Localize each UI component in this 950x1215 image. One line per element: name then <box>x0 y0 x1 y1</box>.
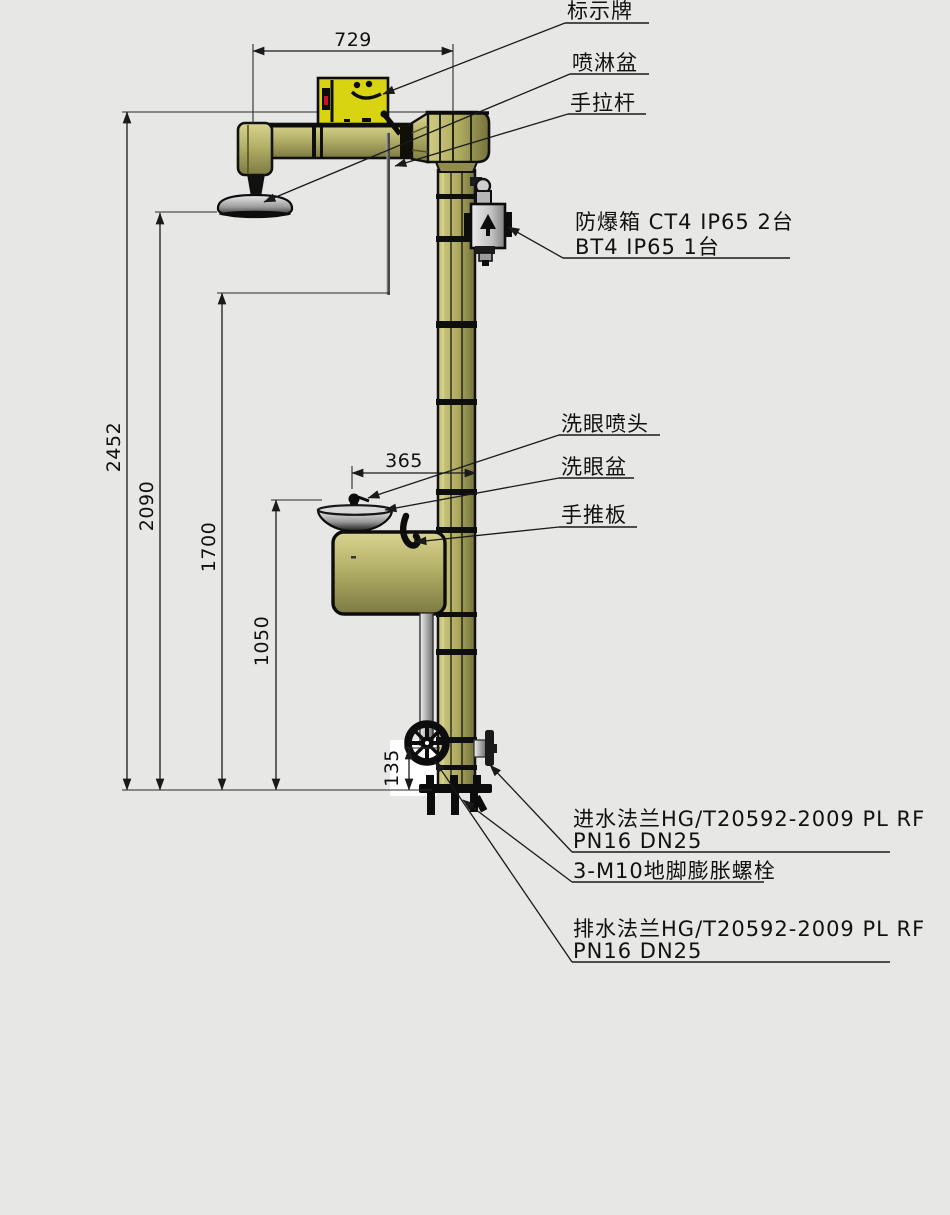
box-arrow-glyph <box>480 214 496 229</box>
drain-valve-handwheel <box>404 720 450 766</box>
inlet-flange <box>473 730 497 766</box>
cone-line <box>411 125 429 134</box>
label-ex-box-line1: 防爆箱 CT4 IP65 2台 <box>575 210 794 234</box>
dimension-lines: 729 2452 2090 1700 1050 365 135 <box>103 29 477 791</box>
label-eyewash-bowl: 洗眼盆 <box>561 455 627 479</box>
label-pull-rod: 手拉杆 <box>570 91 636 115</box>
label-push-plate: 手推板 <box>561 503 627 527</box>
eyewash-nozzle <box>348 493 360 505</box>
shower-elbow <box>236 121 274 177</box>
anchor-bolt <box>451 793 459 815</box>
anchor-bolt <box>427 793 435 815</box>
arm-joint <box>312 124 316 158</box>
dim-inlet-height: 135 <box>381 749 403 787</box>
tee-neck <box>434 161 479 173</box>
eyewash-bowl-rim <box>316 504 394 516</box>
cone-line <box>411 149 429 153</box>
top-tee <box>425 110 491 164</box>
pole-joint-bands <box>436 194 477 770</box>
dim-eyewash-height: 1050 <box>251 616 273 666</box>
eyewash-assembly <box>316 493 447 616</box>
sign-plate <box>316 76 390 126</box>
shower-dome-rim <box>219 210 291 218</box>
arm-joint <box>320 124 323 158</box>
arm-joint <box>400 124 412 159</box>
label-drain-flange-line2: PN16 DN25 <box>573 939 702 963</box>
shower-stem <box>247 174 265 197</box>
anchor-bolt-angled <box>473 795 488 813</box>
label-anchor-bolt: 3-M10地脚膨胀螺栓 <box>573 859 776 883</box>
equipment <box>216 76 512 815</box>
label-inlet-flange-line1: 进水法兰HG/T20592-2009 PL RF <box>573 807 925 831</box>
dim-overall-height: 2452 <box>103 422 125 472</box>
dim-arm-span: 729 <box>334 29 372 51</box>
label-eyewash-nozzle: 洗眼喷头 <box>561 412 649 436</box>
label-inlet-flange-line2: PN16 DN25 <box>573 829 702 853</box>
arm-reducer-cone <box>410 110 430 164</box>
dim-pull-rod-height: 1700 <box>198 522 220 572</box>
eyewash-tank <box>331 530 447 616</box>
callouts: 标示牌 喷淋盆 手拉杆 防爆箱 CT4 IP65 2台 BT4 IP65 1台 … <box>263 0 925 963</box>
explosion-proof-box <box>464 177 512 266</box>
dim-nozzle-offset: 365 <box>385 450 423 472</box>
lever-knob <box>380 110 388 118</box>
label-drain-flange-line1: 排水法兰HG/T20592-2009 PL RF <box>573 917 925 941</box>
sign-red-mark <box>324 96 328 105</box>
dim-shower-height: 2090 <box>136 481 158 531</box>
label-shower-bowl: 喷淋盆 <box>572 51 638 75</box>
label-sign-plate: 标示牌 <box>567 0 633 23</box>
label-ex-box-line2: BT4 IP65 1台 <box>575 235 720 259</box>
